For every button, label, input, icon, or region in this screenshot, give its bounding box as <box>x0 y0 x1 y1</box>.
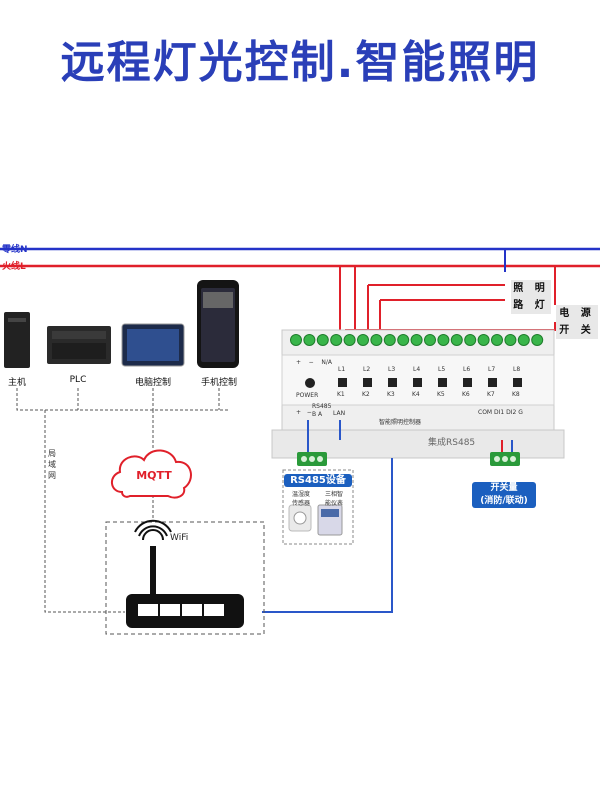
terminal-screw <box>343 334 356 346</box>
host-device <box>4 312 30 368</box>
relay-label: K6 <box>462 391 470 398</box>
relay-switch <box>363 378 372 387</box>
terminal-screw <box>450 334 463 346</box>
relay-switch <box>513 378 522 387</box>
neutral-label: 零线N <box>2 245 28 255</box>
live-label: 火线L <box>2 262 26 272</box>
relay-label: K8 <box>512 391 520 398</box>
terminal-screw <box>357 334 369 346</box>
channel-label: L7 <box>488 366 496 373</box>
rs485-device-frame <box>282 469 354 545</box>
terminal-screw <box>383 334 396 346</box>
mqtt-label: MQTT <box>136 469 172 482</box>
lan-cable <box>262 458 393 613</box>
terminal-screw <box>316 334 329 346</box>
terminal-screw <box>464 334 477 346</box>
lan-label: 局 域 网 <box>48 449 56 480</box>
sensor-label: 温湿度 传感器 <box>291 491 310 507</box>
terminal-screw <box>303 334 316 346</box>
router-device <box>126 519 244 628</box>
channel-label: L6 <box>463 366 471 373</box>
rs485-port-label: RS485 <box>312 403 332 410</box>
router-frame <box>105 521 265 635</box>
power-switch-box: 电 源 开 关 <box>556 305 598 339</box>
relay-label: K4 <box>412 391 420 398</box>
relay-switch <box>388 378 397 387</box>
plc-label: PLC <box>69 375 87 385</box>
channel-label: L3 <box>388 366 396 373</box>
relay-switch <box>463 378 472 387</box>
phone-label: 手机控制 <box>200 378 237 388</box>
channel-label: L5 <box>438 366 446 373</box>
lan-port-label: LAN <box>333 410 346 417</box>
relay-label: K1 <box>337 391 345 398</box>
di-labels: COM DI1 DI2 G <box>478 409 523 416</box>
bottom-left-terminals: + − <box>296 409 312 416</box>
power-indicator <box>305 378 315 388</box>
terminal-screw <box>517 334 530 346</box>
panel-label: 电脑控制 <box>134 378 171 388</box>
relay-label: K3 <box>387 391 395 398</box>
relay-label: K5 <box>437 391 445 398</box>
terminal-screw <box>424 334 436 346</box>
terminal-screw <box>370 334 383 346</box>
relay-switch <box>413 378 422 387</box>
power-label: POWER <box>296 392 319 399</box>
relay-switch <box>488 378 497 387</box>
meter-label: 三相智 能仪表 <box>324 491 343 507</box>
switch-input-tag: 开关量 (消防/联动) <box>472 482 536 508</box>
terminal-screw <box>397 334 410 346</box>
rs485-devices-title: RS485设备 <box>284 474 352 487</box>
relay-switch <box>338 378 347 387</box>
top-terminals <box>290 334 544 346</box>
terminal-screw <box>491 334 503 346</box>
module-top-terminal-labels: + − N/A <box>296 359 332 366</box>
lighting-box: 照 明 路 灯 <box>511 280 551 314</box>
page-title: 远程灯光控制.智能照明 <box>60 37 540 88</box>
terminal-screw <box>477 334 490 346</box>
channel-label: L1 <box>338 366 346 373</box>
terminal-screw <box>437 334 450 346</box>
channel-label: L2 <box>363 366 371 373</box>
host-label: 主机 <box>7 378 26 388</box>
relay-label: K2 <box>362 391 370 398</box>
rs485-ab-label: B A <box>312 411 323 418</box>
relay-label: K7 <box>487 391 495 398</box>
terminal-screw <box>410 334 423 346</box>
module-name-plate: 智能照明控制器 <box>378 419 421 426</box>
mqtt-cloud <box>111 449 192 499</box>
relay-row <box>338 378 522 387</box>
relay-switch <box>438 378 447 387</box>
channel-label: L8 <box>513 366 521 373</box>
terminal-screw <box>531 334 544 346</box>
terminal-screw <box>330 334 343 346</box>
terminal-screw <box>290 334 302 346</box>
wifi-label: WiFi <box>170 533 189 543</box>
terminal-screw <box>504 334 517 346</box>
channel-label: L4 <box>413 366 421 373</box>
module-brand: 集成RS485 <box>428 438 476 448</box>
